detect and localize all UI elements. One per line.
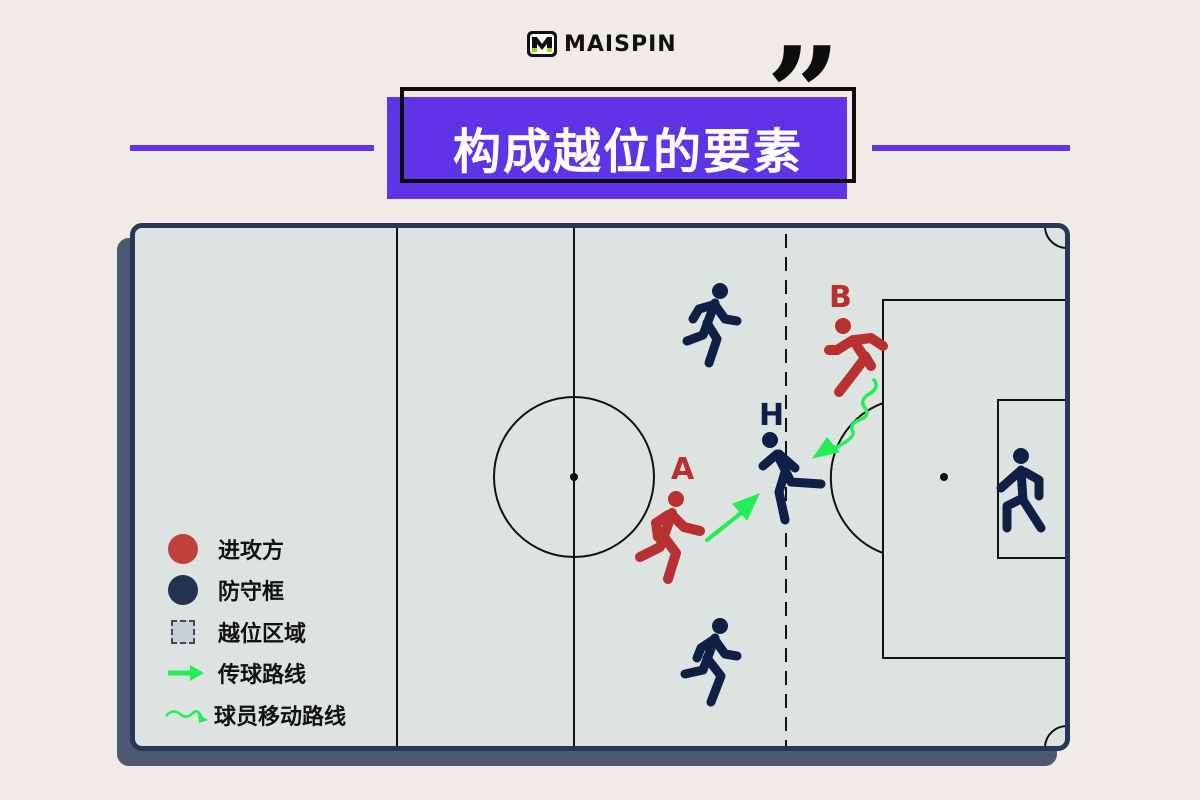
legend-label: 越位区域 (218, 621, 307, 647)
defender-h-icon (758, 432, 826, 525)
player-label-b: B (829, 280, 852, 315)
soccer-field: A B H (130, 223, 1070, 751)
pitch-diagram (396, 228, 1065, 746)
title-rule-right (872, 145, 1070, 151)
title-frame (400, 87, 856, 183)
legend-item-offside-zone: 越位区域 (168, 611, 346, 653)
legend-item-player-run: 球员移动路线 (165, 694, 347, 736)
dashed-square-icon (171, 619, 195, 644)
goalkeeper-icon (996, 448, 1046, 533)
brand-logo: MAISPIN (526, 29, 677, 59)
penalty-box (882, 299, 1065, 659)
run-arrow (811, 378, 878, 459)
legend-item-attacker: 进攻方 (168, 528, 346, 570)
player-label-h: H (759, 398, 785, 433)
straight-arrow-icon (168, 665, 204, 682)
wavy-arrow-icon (165, 709, 208, 723)
attacker-b-icon (824, 318, 888, 397)
logo-mark-icon (527, 31, 557, 57)
red-dot-icon (168, 533, 198, 564)
penalty-arc (829, 402, 884, 554)
goal-box (997, 399, 1065, 559)
page-title: 构成越位的要素 (452, 124, 803, 180)
pass-arrow (705, 493, 760, 542)
navy-dot-icon (168, 575, 198, 606)
legend-label: 球员移动路线 (214, 704, 347, 730)
player-label-a: A (671, 452, 695, 487)
legend-label: 防守框 (218, 580, 285, 606)
title-rule-left (130, 145, 374, 151)
brand-name: MAISPIN (564, 31, 677, 57)
defender-icon (682, 283, 742, 368)
legend-item-defender: 防守框 (168, 570, 346, 612)
center-circle (493, 396, 655, 558)
legend-label: 进攻方 (218, 538, 285, 564)
legend-label: 传球路线 (218, 663, 307, 689)
defender-icon (680, 618, 742, 707)
legend-item-pass-route: 传球路线 (168, 653, 346, 695)
legend: 进攻方 防守框 越位区域 传球路线 球员移动路线 (165, 528, 347, 736)
attacker-a-icon (635, 491, 705, 584)
quote-mark-icon: ” (766, 18, 841, 171)
penalty-spot (940, 473, 948, 481)
center-spot (570, 473, 578, 481)
